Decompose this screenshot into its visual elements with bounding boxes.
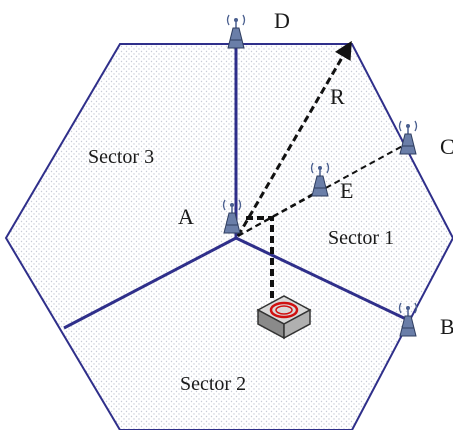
sector-1-label: Sector 1 bbox=[328, 227, 394, 249]
radio-tower-icon-b bbox=[398, 302, 418, 337]
node-e-label: E bbox=[340, 178, 353, 203]
radio-tower-icon-c bbox=[398, 120, 418, 155]
radius-label: R bbox=[330, 84, 345, 109]
node-b-label: B bbox=[440, 314, 453, 339]
radio-tower-icon-a bbox=[222, 199, 242, 234]
dashed-path-to-device bbox=[246, 216, 274, 298]
base-station-device-icon bbox=[256, 295, 312, 340]
sector-boundary-lower-right bbox=[235, 236, 409, 322]
sector-3-label: Sector 3 bbox=[88, 146, 154, 168]
node-a-label: A bbox=[178, 204, 194, 229]
dashed-line-to-e bbox=[237, 189, 321, 237]
sector-boundary-lower-left bbox=[63, 236, 237, 330]
node-c-label: C bbox=[440, 134, 453, 159]
radio-tower-icon-e bbox=[310, 162, 330, 197]
node-d-label: D bbox=[274, 8, 290, 33]
radio-tower-icon-d bbox=[226, 14, 246, 49]
sector-2-label: Sector 2 bbox=[180, 373, 246, 395]
hexagon-cell bbox=[4, 43, 453, 430]
radius-arrow bbox=[236, 40, 352, 237]
